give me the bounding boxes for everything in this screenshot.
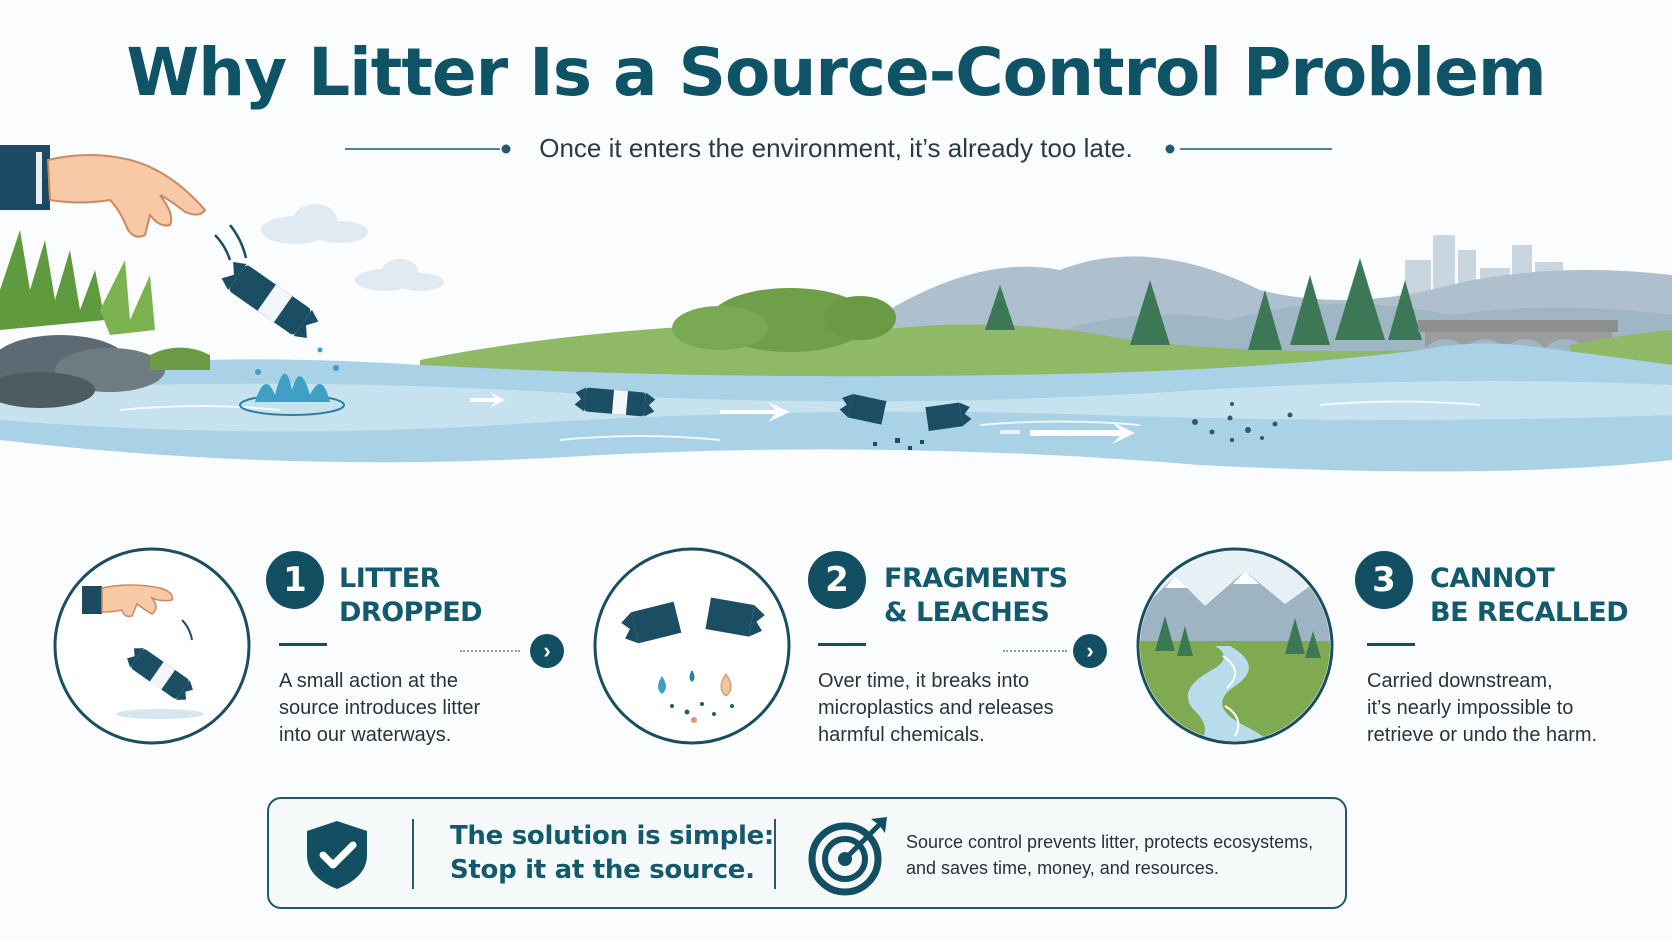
chevron-right-icon: ›	[1073, 634, 1107, 668]
step-2-heading-line1: FRAGMENTS	[884, 563, 1068, 594]
step-3-desc-line: it’s nearly impossible to	[1367, 697, 1574, 719]
subtitle-rules	[345, 144, 1332, 154]
subtitle-row: Once it enters the environment, it’s alr…	[0, 130, 1672, 166]
microplastic-particles	[1192, 402, 1293, 442]
banner-divider	[774, 819, 776, 889]
step-2-heading: FRAGMENTS & LEACHES	[884, 562, 1114, 630]
motion-lines	[214, 224, 248, 261]
banner-headline-line2: Stop it at the source.	[450, 855, 755, 885]
step-2-description: Over time, it breaks into microplastics …	[818, 668, 1068, 749]
bridge-icon	[1418, 320, 1618, 348]
step-2-desc-line: microplastics and releases	[818, 697, 1054, 719]
step-1-number-badge: 1	[266, 551, 324, 609]
banner-desc-line: and saves time, money, and resources.	[906, 858, 1219, 878]
step-3-rule	[1367, 643, 1415, 646]
pine-trees	[985, 258, 1422, 350]
banner-headline-line1: The solution is simple:	[450, 821, 775, 851]
broken-wrapper-droplets-icon	[621, 597, 765, 723]
shield-check-icon	[307, 821, 367, 889]
splash-icon	[239, 347, 345, 416]
step-2-desc-line: harmful chemicals.	[818, 724, 985, 746]
river-scene-illustration	[0, 145, 1672, 472]
solution-banner: The solution is simple: Stop it at the s…	[267, 797, 1347, 909]
grass-and-rocks	[0, 230, 210, 408]
cloud-icon	[261, 204, 444, 291]
step-1-heading: LITTER DROPPED	[339, 562, 569, 630]
step-3-number-badge: 3	[1355, 551, 1413, 609]
step-3-heading-line1: CANNOT	[1430, 563, 1555, 594]
step-1-desc-line: source introduces litter	[279, 697, 481, 719]
page-title: Why Litter Is a Source-Control Problem	[126, 34, 1546, 111]
subtitle: Once it enters the environment, it’s alr…	[539, 133, 1133, 163]
banner-headline: The solution is simple: Stop it at the s…	[450, 821, 774, 885]
flow-arrows	[470, 392, 1135, 444]
banner-desc-line: Source control prevents litter, protects…	[906, 832, 1314, 852]
step-2-illustration	[593, 547, 791, 745]
step-1-heading-line1: LITTER	[339, 563, 440, 594]
step-3-illustration	[1136, 547, 1334, 745]
breaking-wrapper-icon	[839, 394, 972, 450]
step-3-desc-line: retrieve or undo the harm.	[1367, 724, 1598, 746]
step-connector	[1003, 650, 1067, 652]
river-landscape-icon	[1140, 551, 1330, 741]
step-2-number-badge: 2	[808, 551, 866, 609]
chevron-right-icon: ›	[530, 634, 564, 668]
step-2-heading-line2: & LEACHES	[884, 597, 1050, 628]
floating-wrapper-icon	[574, 387, 656, 417]
falling-wrapper-icon	[221, 261, 319, 339]
step-1-desc-line: A small action at the	[279, 670, 458, 692]
hand-dropping-wrapper-icon	[82, 584, 204, 719]
step-1-heading-line2: DROPPED	[339, 597, 483, 628]
banner-divider	[412, 819, 414, 889]
step-connector	[460, 650, 520, 652]
step-2-desc-line: Over time, it breaks into	[818, 670, 1030, 692]
step-3-heading-line2: BE RECALLED	[1430, 597, 1629, 628]
step-2-rule	[818, 643, 866, 646]
step-1-description: A small action at the source introduces …	[279, 668, 519, 749]
step-1-desc-line: into our waterways.	[279, 724, 452, 746]
step-1-illustration	[53, 547, 251, 745]
hand-icon	[0, 145, 207, 238]
step-3-description: Carried downstream, it’s nearly impossib…	[1367, 668, 1627, 749]
target-arrow-icon	[808, 817, 887, 896]
step-1-rule	[279, 643, 327, 646]
step-3-desc-line: Carried downstream,	[1367, 670, 1553, 692]
step-3-heading: CANNOT BE RECALLED	[1430, 562, 1660, 630]
banner-description: Source control prevents litter, protects…	[906, 829, 1326, 881]
